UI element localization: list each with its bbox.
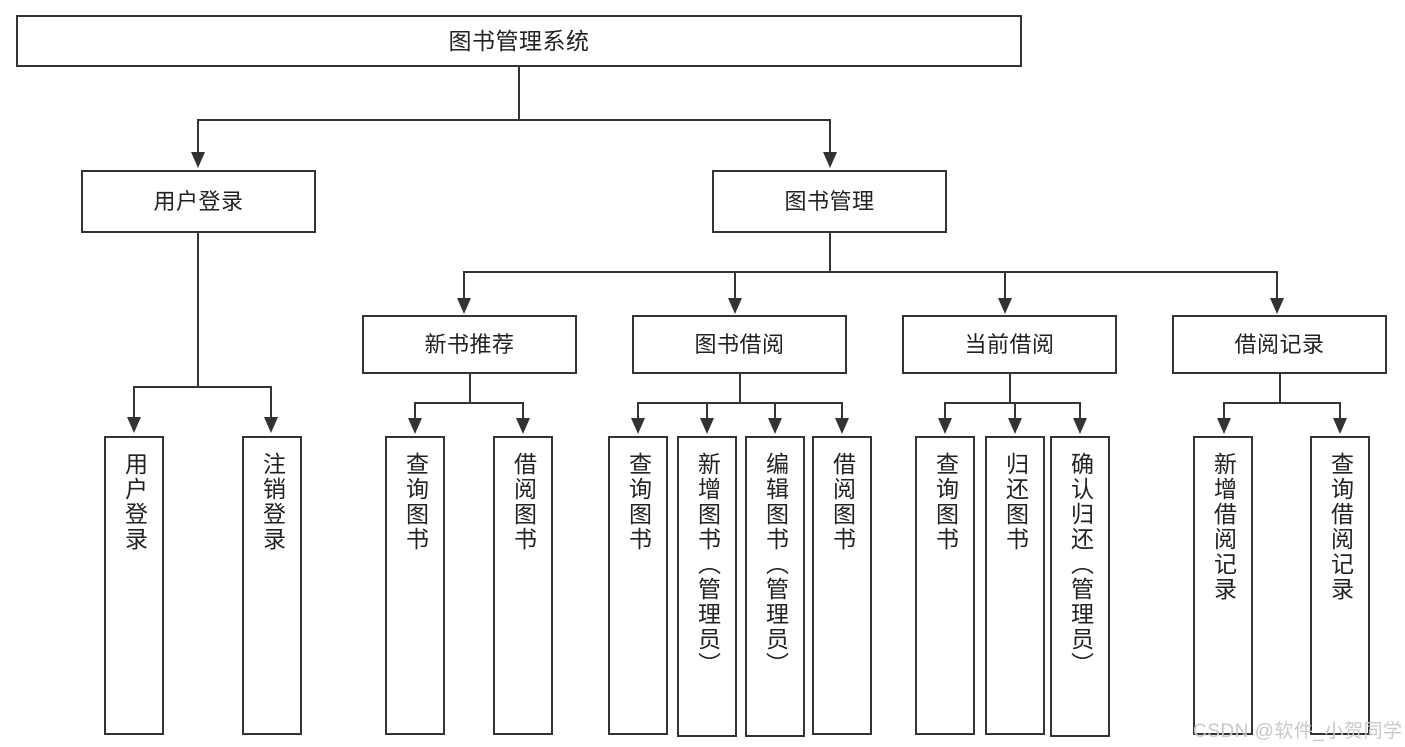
node-book-management[interactable]: 图书管理	[712, 170, 947, 233]
node-label: 用户登录	[121, 452, 148, 552]
arrowhead-user-login-to-leaf-1	[127, 417, 141, 433]
node-label: 借阅图书	[510, 452, 537, 552]
leaf-user-login[interactable]: 用户登录	[104, 436, 164, 735]
connector-new-book-bus	[414, 402, 524, 404]
connector-current-stem	[1009, 374, 1011, 402]
connector-borrow-stem	[739, 374, 741, 402]
leaf-current-return-books[interactable]: 归还图书	[985, 436, 1045, 735]
arrowhead-root-to-user-login	[191, 152, 205, 168]
node-label: 用户登录	[153, 188, 244, 214]
connector-borrow-to-leaf-3	[774, 402, 776, 420]
arrowhead-borrow-to-leaf-3	[768, 418, 782, 434]
connector-current-to-leaf-3	[1079, 402, 1081, 420]
arrowhead-root-to-book-mgmt	[823, 152, 837, 168]
node-borrow-records[interactable]: 借阅记录	[1172, 315, 1387, 374]
node-label: 编辑图书（管理员）	[762, 452, 789, 677]
arrowhead-new-book-to-leaf-2	[516, 418, 530, 434]
connector-root-bus	[197, 119, 830, 121]
node-label: 图书管理系统	[448, 27, 590, 54]
connector-user-login-to-leaf-2	[270, 386, 272, 419]
node-label: 查询图书	[932, 452, 959, 552]
node-label: 查询图书	[625, 452, 652, 552]
connector-borrow-to-leaf-1	[637, 402, 639, 420]
connector-book-mgmt-to-new-book	[463, 271, 465, 301]
connector-current-to-leaf-1	[944, 402, 946, 420]
connector-book-mgmt-bus	[463, 271, 1277, 273]
node-user-login[interactable]: 用户登录	[81, 170, 316, 233]
arrowhead-current-to-leaf-1	[938, 418, 952, 434]
node-new-book-recommendation[interactable]: 新书推荐	[362, 315, 577, 374]
node-label: 新增图书（管理员）	[694, 452, 721, 677]
csdn-watermark: CSDN @软件_小贺同学	[1193, 721, 1403, 742]
connector-user-login-bus	[133, 386, 271, 388]
leaf-record-query-record[interactable]: 查询借阅记录	[1310, 436, 1370, 735]
connector-record-stem	[1279, 374, 1281, 402]
node-label: 借阅记录	[1234, 331, 1325, 357]
connector-record-bus	[1223, 402, 1341, 404]
arrowhead-book-mgmt-to-record	[1270, 298, 1284, 314]
connector-book-mgmt-stem	[829, 233, 831, 271]
connector-book-mgmt-to-record	[1276, 271, 1278, 301]
connector-new-book-to-leaf-1	[414, 402, 416, 420]
leaf-current-query-books[interactable]: 查询图书	[915, 436, 975, 735]
connector-current-to-leaf-2	[1014, 402, 1016, 420]
leaf-new-book-query-books[interactable]: 查询图书	[385, 436, 445, 735]
connector-record-to-leaf-2	[1339, 402, 1341, 420]
node-label: 新增借阅记录	[1210, 452, 1237, 602]
connector-root-to-user-login	[197, 119, 199, 154]
leaf-borrow-add-book-admin[interactable]: 新增图书（管理员）	[677, 436, 737, 737]
arrowhead-book-mgmt-to-borrow	[728, 298, 742, 314]
arrowhead-book-mgmt-to-current	[998, 298, 1012, 314]
node-label: 图书管理	[784, 188, 875, 214]
connector-user-login-stem	[197, 233, 199, 386]
node-label: 归还图书	[1002, 452, 1029, 552]
arrowhead-new-book-to-leaf-1	[408, 418, 422, 434]
node-label: 确认归还（管理员）	[1067, 452, 1094, 677]
connector-root-to-book-mgmt	[829, 119, 831, 154]
node-book-borrowing[interactable]: 图书借阅	[632, 315, 847, 374]
connector-book-mgmt-to-borrow	[734, 271, 736, 301]
connector-borrow-to-leaf-4	[841, 402, 843, 420]
leaf-borrow-edit-book-admin[interactable]: 编辑图书（管理员）	[745, 436, 805, 737]
connector-current-bus	[944, 402, 1080, 404]
node-label: 注销登录	[259, 452, 286, 552]
node-label: 借阅图书	[829, 452, 856, 552]
arrowhead-borrow-to-leaf-2	[700, 418, 714, 434]
connector-root-stem	[518, 67, 520, 119]
node-label: 查询图书	[402, 452, 429, 552]
node-label: 新书推荐	[424, 331, 515, 357]
arrowhead-record-to-leaf-1	[1217, 418, 1231, 434]
leaf-new-book-borrow-books[interactable]: 借阅图书	[493, 436, 553, 735]
leaf-record-add-record[interactable]: 新增借阅记录	[1193, 436, 1253, 735]
arrowhead-borrow-to-leaf-4	[835, 418, 849, 434]
connector-book-mgmt-to-current	[1004, 271, 1006, 301]
connector-borrow-to-leaf-2	[706, 402, 708, 420]
arrowhead-current-to-leaf-2	[1008, 418, 1022, 434]
leaf-borrow-query-books[interactable]: 查询图书	[608, 436, 668, 735]
connector-record-to-leaf-1	[1223, 402, 1225, 420]
node-label: 图书借阅	[694, 331, 785, 357]
connector-user-login-to-leaf-1	[133, 386, 135, 419]
node-label: 查询借阅记录	[1327, 452, 1354, 602]
connector-new-book-to-leaf-2	[522, 402, 524, 420]
arrowhead-book-mgmt-to-new-book	[457, 298, 471, 314]
node-root-book-management-system[interactable]: 图书管理系统	[16, 15, 1022, 67]
connector-borrow-bus	[637, 402, 842, 404]
arrowhead-borrow-to-leaf-1	[631, 418, 645, 434]
leaf-borrow-borrow-books[interactable]: 借阅图书	[812, 436, 872, 735]
leaf-current-confirm-return-admin[interactable]: 确认归还（管理员）	[1050, 436, 1110, 737]
node-label: 当前借阅	[964, 331, 1055, 357]
node-current-borrowing[interactable]: 当前借阅	[902, 315, 1117, 374]
arrowhead-record-to-leaf-2	[1333, 418, 1347, 434]
connector-new-book-stem	[469, 374, 471, 402]
leaf-logout[interactable]: 注销登录	[242, 436, 302, 735]
arrowhead-user-login-to-leaf-2	[264, 417, 278, 433]
arrowhead-current-to-leaf-3	[1073, 418, 1087, 434]
